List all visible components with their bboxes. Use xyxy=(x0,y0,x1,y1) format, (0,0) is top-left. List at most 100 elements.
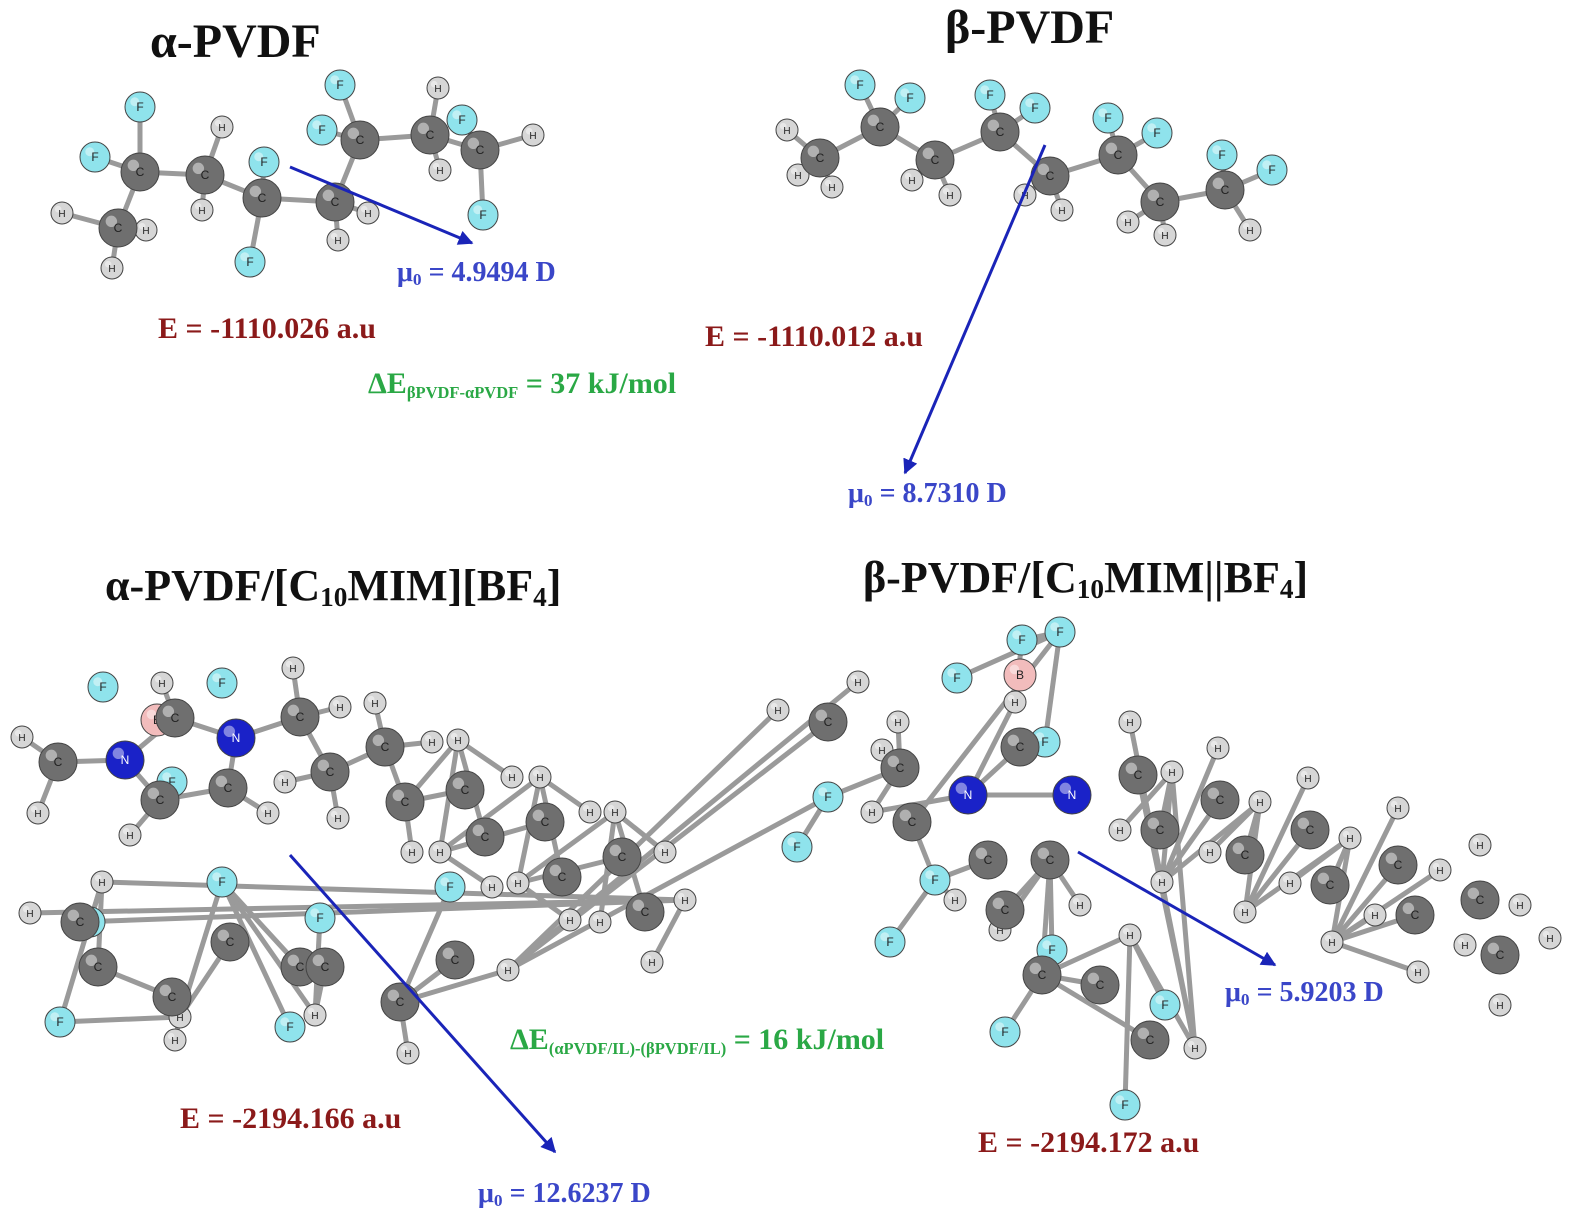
atom-h: H xyxy=(1153,223,1177,247)
atom-c: C xyxy=(1395,895,1435,935)
atom-label: F xyxy=(1041,735,1048,749)
atom-label: H xyxy=(108,264,115,275)
atom-label: C xyxy=(1306,823,1315,837)
atom-c: C xyxy=(410,115,450,155)
atom-f: F xyxy=(79,141,111,173)
atom-label: H xyxy=(336,703,343,714)
atom-label: C xyxy=(896,761,905,775)
atom-label: H xyxy=(364,209,371,220)
atom-h: H xyxy=(1538,926,1562,950)
atom-label: N xyxy=(964,788,973,802)
atom-c: C xyxy=(880,748,920,788)
atom-h: H xyxy=(1386,796,1410,820)
atom-h: H xyxy=(886,710,910,734)
atom-h: H xyxy=(640,950,664,974)
atom-label: F xyxy=(260,155,267,169)
atom-label: H xyxy=(176,1013,183,1024)
atom-c: C xyxy=(625,892,665,932)
atom-h: H xyxy=(673,888,697,912)
bond xyxy=(1331,939,1419,975)
atom-h: H xyxy=(26,801,50,825)
atom-h: H xyxy=(363,691,387,715)
atom-label: H xyxy=(171,1036,178,1047)
bond xyxy=(1122,934,1133,1106)
delta-energy-pvdf: ΔEβPVDF-αPVDF = 37 kJ/mol xyxy=(368,367,677,402)
atom-label: H xyxy=(428,738,435,749)
bond xyxy=(1042,631,1063,743)
atom-label: H xyxy=(536,773,543,784)
atom-c: C xyxy=(1130,1020,1170,1060)
atom-h: H xyxy=(1150,870,1174,894)
atom-h: H xyxy=(118,823,142,847)
atom-h: H xyxy=(1233,900,1257,924)
atom-label: C xyxy=(296,960,305,974)
atom-label: H xyxy=(281,778,288,789)
atom-label: H xyxy=(334,236,341,247)
atom-h: H xyxy=(303,1003,327,1027)
atom-h: H xyxy=(496,958,520,982)
bond xyxy=(1208,800,1262,854)
atom-f: F xyxy=(1019,92,1051,124)
atom-label: C xyxy=(94,960,103,974)
atom-c: C xyxy=(1200,780,1240,820)
atom-label: H xyxy=(404,1049,411,1060)
atom-h: H xyxy=(900,168,924,192)
energy-beta-pvdf-il: E = -2194.172 a.u xyxy=(978,1126,1200,1159)
atom-label: F xyxy=(1018,633,1025,647)
atom-label: C xyxy=(1038,968,1047,982)
atom-label: F xyxy=(1161,998,1168,1012)
atom-f: F xyxy=(844,69,876,101)
atom-label: H xyxy=(1241,908,1248,919)
atom-label: F xyxy=(136,100,143,114)
atom-h: H xyxy=(1406,960,1430,984)
atom-h: H xyxy=(400,840,424,864)
atom-label: H xyxy=(311,1011,318,1022)
atom-label: C xyxy=(481,830,490,844)
atom-c: C xyxy=(60,902,100,942)
atom-h: H xyxy=(1488,993,1512,1017)
atom-label: F xyxy=(168,775,175,789)
atom-h: H xyxy=(820,175,844,199)
atom-f: F xyxy=(124,91,156,123)
bond xyxy=(955,629,1062,681)
atom-c: C xyxy=(980,112,1020,152)
atom-label: H xyxy=(26,909,33,920)
atom-label: H xyxy=(1476,841,1483,852)
atom-label: H xyxy=(1286,879,1293,890)
atom-c: C xyxy=(1480,935,1520,975)
atom-h: H xyxy=(1183,1036,1207,1060)
atom-label: C xyxy=(326,765,335,779)
atom-c: C xyxy=(602,837,642,877)
atom-h: H xyxy=(943,888,967,912)
atom-h: H xyxy=(326,228,350,252)
atom-label: C xyxy=(461,783,470,797)
atom-h: H xyxy=(10,725,34,749)
atom-label: H xyxy=(454,736,461,747)
atom-f: F xyxy=(248,146,280,178)
atom-f: F xyxy=(1092,102,1124,134)
atom-label: F xyxy=(1001,1025,1008,1039)
atom-label: H xyxy=(1158,878,1165,889)
bond xyxy=(516,809,617,886)
atom-label: F xyxy=(316,911,323,925)
atom-c: C xyxy=(800,138,840,178)
atom-label: F xyxy=(886,935,893,949)
bond xyxy=(59,1014,181,1025)
atom-h: H xyxy=(500,765,524,789)
atom-c: C xyxy=(152,977,192,1017)
atom-h: H xyxy=(1453,933,1477,957)
atom-label: H xyxy=(1011,698,1018,709)
atom-label: C xyxy=(931,153,940,167)
atom-label: C xyxy=(451,953,460,967)
atom-c: C xyxy=(315,182,355,222)
atom-label: N xyxy=(1068,788,1077,802)
atom-h: H xyxy=(428,840,452,864)
atom-label: F xyxy=(931,873,938,887)
atom-f: F xyxy=(324,69,356,101)
atom-h: H xyxy=(558,908,582,932)
atom-label: H xyxy=(946,191,953,202)
title-beta-pvdf-il: β-PVDF/[C10MIM||BF4] xyxy=(863,553,1309,604)
atom-label: H xyxy=(126,831,133,842)
atom-c: C xyxy=(1080,965,1120,1005)
